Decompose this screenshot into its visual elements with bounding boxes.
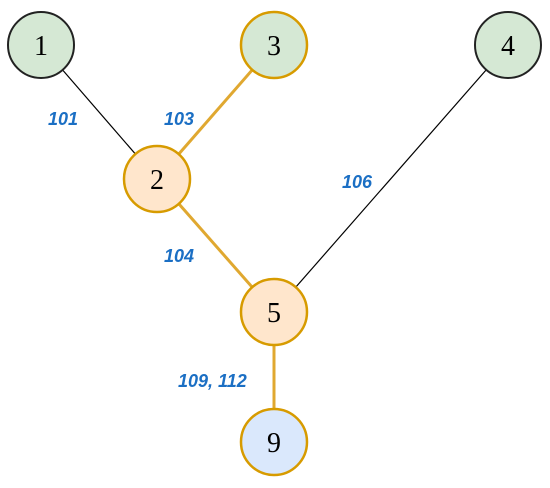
node-5-circle [239, 277, 309, 347]
node-9-circle [239, 407, 309, 477]
edge-label-4-5: 106 [342, 172, 373, 192]
node-1-circle [7, 11, 75, 79]
edge-label-2-5: 104 [164, 246, 194, 266]
edges [40, 44, 509, 442]
node-9-label: 9 [267, 428, 281, 459]
node-2-circle [122, 144, 192, 214]
node-9: 9 [239, 407, 309, 477]
node-4-label: 4 [501, 31, 515, 62]
node-3-label: 3 [267, 31, 281, 62]
node-3: 3 [239, 10, 309, 80]
node-5: 5 [239, 277, 309, 347]
edge-4-5 [273, 44, 509, 313]
node-4-circle [474, 11, 542, 79]
node-2: 2 [122, 144, 192, 214]
node-4: 4 [474, 11, 542, 79]
node-3-circle [239, 10, 309, 80]
edge-labels: 101 103 104 106 109, 112 [48, 109, 373, 391]
edge-label-3-2: 103 [164, 109, 194, 129]
node-1-label: 1 [34, 31, 48, 62]
node-2-label: 2 [150, 165, 164, 196]
edge-label-5-9: 109, 112 [178, 371, 247, 391]
edge-label-1-2: 101 [48, 109, 78, 129]
node-1: 1 [7, 11, 75, 79]
node-5-label: 5 [267, 298, 281, 329]
